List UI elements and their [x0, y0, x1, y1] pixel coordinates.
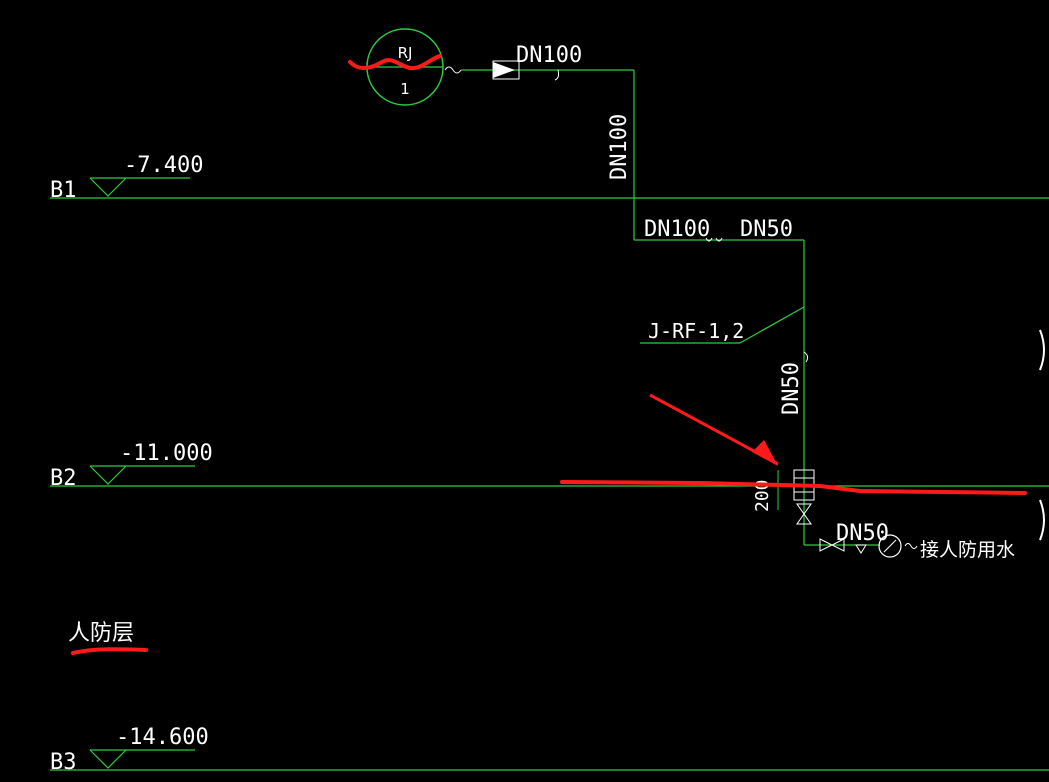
- zone-label: 人防层: [68, 621, 134, 646]
- riser-label: DN50: [779, 362, 804, 415]
- branch-label: DN50: [836, 521, 889, 546]
- tank-code: RJ: [398, 44, 413, 62]
- meter-icon: [878, 534, 902, 558]
- valve-box: [492, 60, 520, 80]
- branch-drop-icon: [855, 544, 867, 554]
- check-valve-icon: [493, 62, 515, 78]
- floor-name-b1: B1: [50, 178, 77, 203]
- markup-scribble-tank: [348, 54, 442, 71]
- pipe-vertical-label: DN100: [607, 114, 632, 180]
- valve-up-icon: [796, 513, 812, 525]
- pipe-mid-left-label: DN100: [644, 217, 710, 242]
- markup-underline-zone: [71, 647, 148, 655]
- valve-down-icon: [796, 503, 812, 515]
- elevation-marker-b2: [89, 465, 127, 485]
- elevation-marker-b1: [89, 177, 127, 197]
- riser-tag-leader: [739, 306, 805, 344]
- tank-number: 1: [400, 80, 410, 98]
- branch-pipe: DN50 接人防用水: [804, 521, 1015, 561]
- markup-underline-b2: [560, 480, 1027, 495]
- elevation-marker-b3: [89, 749, 127, 769]
- dimension-label: 200: [752, 479, 773, 512]
- floor-name-b3: B3: [50, 750, 77, 775]
- pipe-vertical-dn100: DN100: [607, 70, 635, 240]
- meter-needle: [883, 539, 897, 553]
- elevation-b1: -7.400: [124, 153, 203, 178]
- branch-valve-left-icon: [819, 538, 834, 552]
- pipe-riser: J-RF-1,2 DN50: [640, 240, 809, 545]
- branch-note: 接人防用水: [920, 539, 1015, 561]
- floor-b2: B2 -11.000: [50, 441, 1049, 491]
- floor-b1: B1 -7.400: [50, 153, 1049, 203]
- branch-valve-right-icon: [830, 538, 845, 552]
- elevation-b2: -11.000: [120, 441, 213, 466]
- elevation-b3: -14.600: [116, 725, 209, 750]
- markup-layer: [71, 54, 1027, 655]
- floor-name-b2: B2: [50, 466, 77, 491]
- pipe-break-icon: [444, 66, 462, 74]
- pipe-top: DN100: [444, 43, 634, 81]
- markup-arrow-head-icon: [752, 440, 778, 466]
- valve-group-b2: 200: [752, 469, 815, 525]
- pipe-top-label: DN100: [516, 43, 582, 68]
- riser-tag: J-RF-1,2: [648, 319, 744, 343]
- edge-fragment: [1039, 329, 1045, 541]
- pipe-mid-right-label: DN50: [740, 217, 793, 242]
- branch-break-icon: [904, 543, 918, 549]
- pipe-tick-icon: [554, 69, 560, 81]
- floor-b3: B3 -14.600: [50, 725, 1049, 775]
- pipe-mid: DN100 DN50: [634, 217, 804, 242]
- reducer-icon: [705, 237, 723, 242]
- riser-tick-icon: [803, 351, 809, 363]
